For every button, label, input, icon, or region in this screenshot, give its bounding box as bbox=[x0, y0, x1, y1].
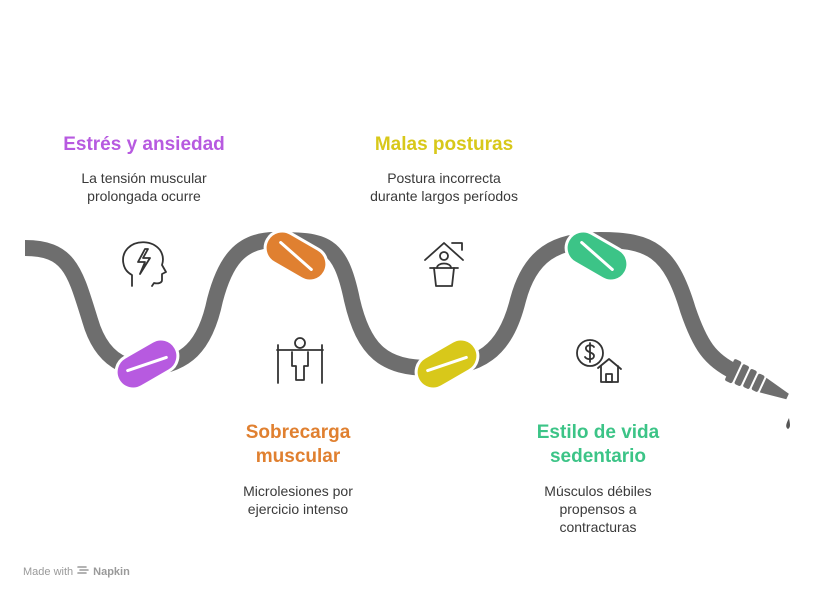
knot-sobrecarga bbox=[263, 229, 329, 283]
step-sedentario-description-line: Músculos débiles bbox=[544, 483, 652, 499]
step-sobrecarga-description-line: ejercicio intenso bbox=[247, 501, 349, 517]
money-house-icon bbox=[576, 339, 622, 383]
step-sedentario-title: Estilo de vida sedentario bbox=[498, 421, 698, 469]
step-sobrecarga-title-line: Sobrecarga bbox=[245, 422, 351, 443]
napkin-logo-icon bbox=[77, 565, 89, 578]
step-sobrecarga-text: Sobrecarga muscular Microlesiones por ej… bbox=[198, 421, 398, 518]
step-posturas-title: Malas posturas bbox=[374, 134, 514, 155]
step-sedentario-title-line: Estilo de vida bbox=[536, 422, 660, 443]
knot-crossing bbox=[580, 241, 614, 271]
person-at-desk-icon bbox=[424, 242, 464, 287]
person-lifting-bar-icon bbox=[276, 337, 324, 384]
step-sedentario-description-line: contracturas bbox=[559, 519, 637, 535]
stressed-head-lightning-icon bbox=[122, 241, 167, 287]
step-sobrecarga-title: Sobrecarga muscular bbox=[198, 421, 398, 469]
footer-made-with-label: Made with bbox=[23, 565, 74, 578]
step-sedentario-description: Músculos débiles propensos a contractura… bbox=[498, 482, 698, 536]
hose-nozzle-icon bbox=[725, 359, 790, 429]
step-estres-description-line: prolongada ocurre bbox=[87, 188, 201, 204]
step-estres-title: Estrés y ansiedad bbox=[63, 134, 225, 155]
footer-brand: Napkin bbox=[93, 565, 130, 578]
knot-crossing bbox=[126, 355, 168, 373]
step-posturas-text: Malas posturas Postura incorrecta durant… bbox=[334, 133, 554, 205]
step-sobrecarga-description-line: Microlesiones por bbox=[243, 483, 353, 499]
step-sobrecarga-title-line: muscular bbox=[255, 446, 341, 467]
knot-crossing bbox=[426, 355, 468, 373]
step-posturas-description-line: durante largos períodos bbox=[370, 188, 518, 204]
step-posturas-description-line: Postura incorrecta bbox=[387, 170, 501, 186]
knot-sedentario bbox=[564, 229, 630, 283]
knot-crossing bbox=[279, 241, 313, 271]
step-sedentario-text: Estilo de vida sedentario Músculos débil… bbox=[498, 421, 698, 536]
step-estres-description: La tensión muscular prolongada ocurre bbox=[44, 169, 244, 205]
step-sedentario-description-line: propensos a bbox=[559, 501, 637, 517]
step-estres-text: Estrés y ansiedad La tensión muscular pr… bbox=[44, 133, 244, 205]
step-sobrecarga-description: Microlesiones por ejercicio intenso bbox=[198, 482, 398, 518]
knot-posturas bbox=[414, 337, 480, 391]
step-sedentario-title-line: sedentario bbox=[549, 446, 647, 467]
step-estres-description-line: La tensión muscular bbox=[81, 170, 207, 186]
knot-estres bbox=[114, 337, 180, 391]
footer-made-with[interactable]: Made with Napkin bbox=[23, 565, 130, 578]
step-posturas-description: Postura incorrecta durante largos períod… bbox=[334, 169, 554, 205]
